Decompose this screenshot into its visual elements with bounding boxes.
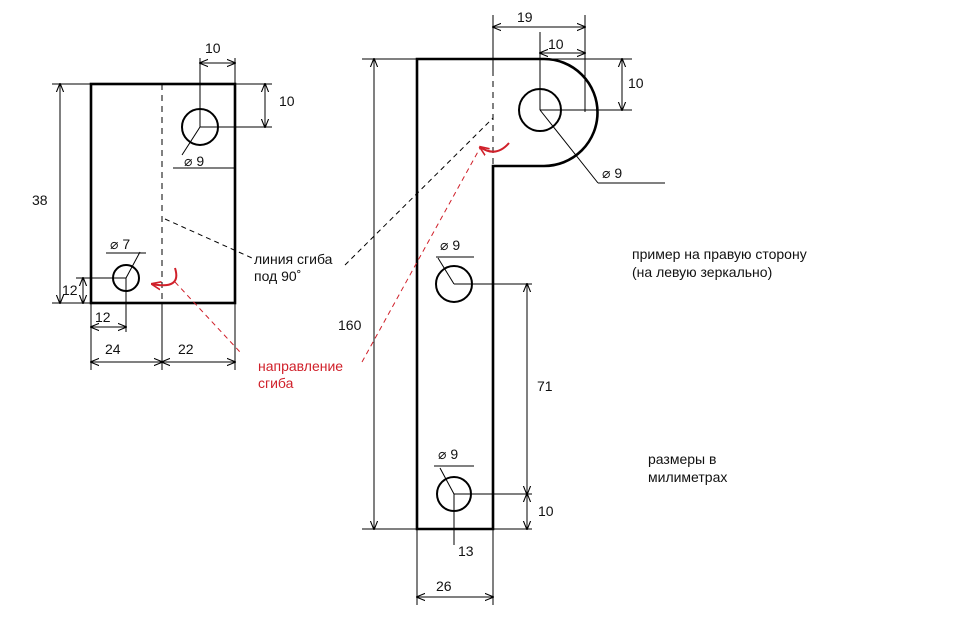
left-dim-width-22-label: 22	[178, 341, 194, 357]
left-dim-height-38-label: 38	[32, 192, 48, 208]
right-dim-10-right-label: 10	[628, 75, 644, 91]
bend-dir-label-2: сгиба	[258, 375, 294, 391]
left-dim-bottom-12-horiz-label: 12	[95, 309, 111, 325]
bend-dir-leader-left	[174, 281, 241, 353]
right-dim-10-top-label: 10	[548, 36, 564, 52]
left-dim-width-24-label: 24	[105, 341, 121, 357]
left-part: 10 10 38 12 12 24 22 ⌀ 9 ⌀ 7	[32, 40, 295, 370]
notes: линия сгиба под 90˚ направление сгиба пр…	[254, 246, 807, 485]
right-bend-arrow	[480, 142, 510, 152]
bend-dir-label-1: направление	[258, 358, 343, 374]
bend-line-label-2: под 90˚	[254, 268, 301, 284]
right-dim-26-label: 26	[436, 578, 452, 594]
left-hole-bottom-leader	[125, 251, 141, 279]
right-dim-19-label: 19	[517, 9, 533, 25]
right-part-outline	[415, 57, 599, 531]
right-hole-mid-leader	[437, 257, 455, 285]
left-hole-bottom-label: ⌀ 7	[110, 236, 130, 252]
annotation-leaders	[164, 117, 494, 363]
left-part-outline	[89, 82, 237, 305]
left-dim-bottom-12-vert-label: 12	[62, 282, 78, 298]
example-note-2: (на левую зеркально)	[632, 264, 772, 280]
bend-line-label-1: линия сгиба	[254, 251, 333, 267]
bend-line-leader-right	[344, 117, 494, 266]
right-hole-bottom-label: ⌀ 9	[438, 446, 458, 462]
right-dim-71-label: 71	[537, 378, 553, 394]
right-hole-top-leader	[539, 109, 599, 184]
right-hole-top-label: ⌀ 9	[602, 165, 622, 181]
right-dim-13-label: 13	[458, 543, 474, 559]
left-dim-top-10-label: 10	[205, 40, 221, 56]
right-part: 19 10 10 ⌀ 9 ⌀ 9 ⌀ 9 160 71 10 13 26	[338, 9, 665, 605]
bend-line-leader-left	[164, 218, 253, 259]
right-hole-mid-label: ⌀ 9	[440, 237, 460, 253]
right-dim-160-label: 160	[338, 317, 362, 333]
right-dim-10-bottom-label: 10	[538, 503, 554, 519]
left-hole-top-label: ⌀ 9	[184, 153, 204, 169]
right-hole-bottom-leader	[439, 467, 455, 495]
bend-dir-leader-right	[361, 147, 481, 363]
left-hole-top-leader	[181, 126, 201, 156]
units-note-1: размеры в	[648, 451, 716, 467]
left-bend-arrow	[152, 267, 178, 285]
left-dim-right-10-label: 10	[279, 93, 295, 109]
example-note-1: пример на правую сторону	[632, 246, 807, 262]
units-note-2: милиметрах	[648, 469, 727, 485]
